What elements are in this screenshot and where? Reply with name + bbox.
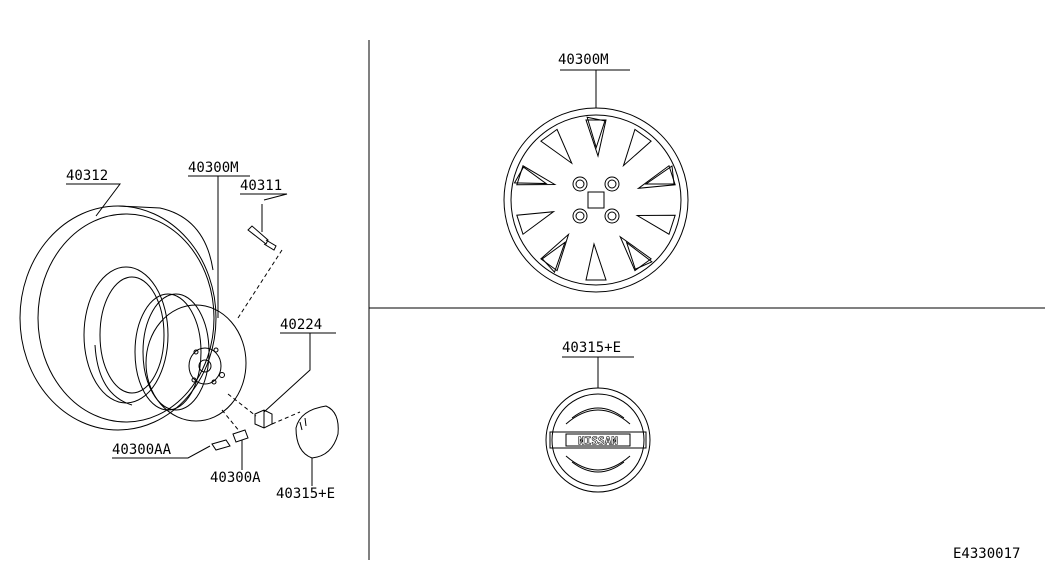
label-cap-right: 40315+E — [562, 340, 621, 356]
nut-dashed-line — [227, 393, 257, 417]
wheel-rim-drawing — [134, 293, 247, 422]
wheel-nut-drawing — [254, 409, 273, 429]
label-weight-aa: 40300AA — [112, 442, 172, 458]
cap-dashed-line — [271, 411, 301, 425]
label-nut: 40224 — [280, 317, 322, 333]
balance-weight-aa-drawing — [211, 439, 231, 451]
label-tire: 40312 — [66, 168, 108, 184]
wheel-left-leader — [188, 175, 250, 318]
cap-right-leader — [562, 356, 634, 388]
figure-code: E4330017 — [953, 546, 1020, 562]
balance-weight-a-drawing — [232, 429, 249, 443]
emblem-text: NISSAN — [578, 435, 618, 448]
label-valve: 40311 — [240, 178, 282, 194]
wheel-right-leader — [560, 69, 630, 108]
tire-drawing — [19, 205, 217, 431]
tire-leader — [66, 183, 121, 217]
center-cap-left-drawing — [295, 405, 339, 459]
weight-dashed-line — [221, 409, 241, 433]
label-weight-a: 40300A — [210, 470, 261, 486]
wheel-front-view — [503, 107, 689, 293]
label-wheel-left: 40300M — [188, 160, 239, 176]
label-wheel-right: 40300M — [558, 52, 609, 68]
nut-leader — [263, 332, 336, 413]
center-cap-emblem: NISSAN — [545, 387, 651, 493]
label-cap-left: 40315+E — [276, 486, 335, 502]
valve-leader — [240, 193, 288, 201]
valve-stem-drawing — [247, 204, 277, 251]
valve-dashed-line — [237, 249, 283, 319]
weight-aa-leader — [112, 445, 211, 459]
